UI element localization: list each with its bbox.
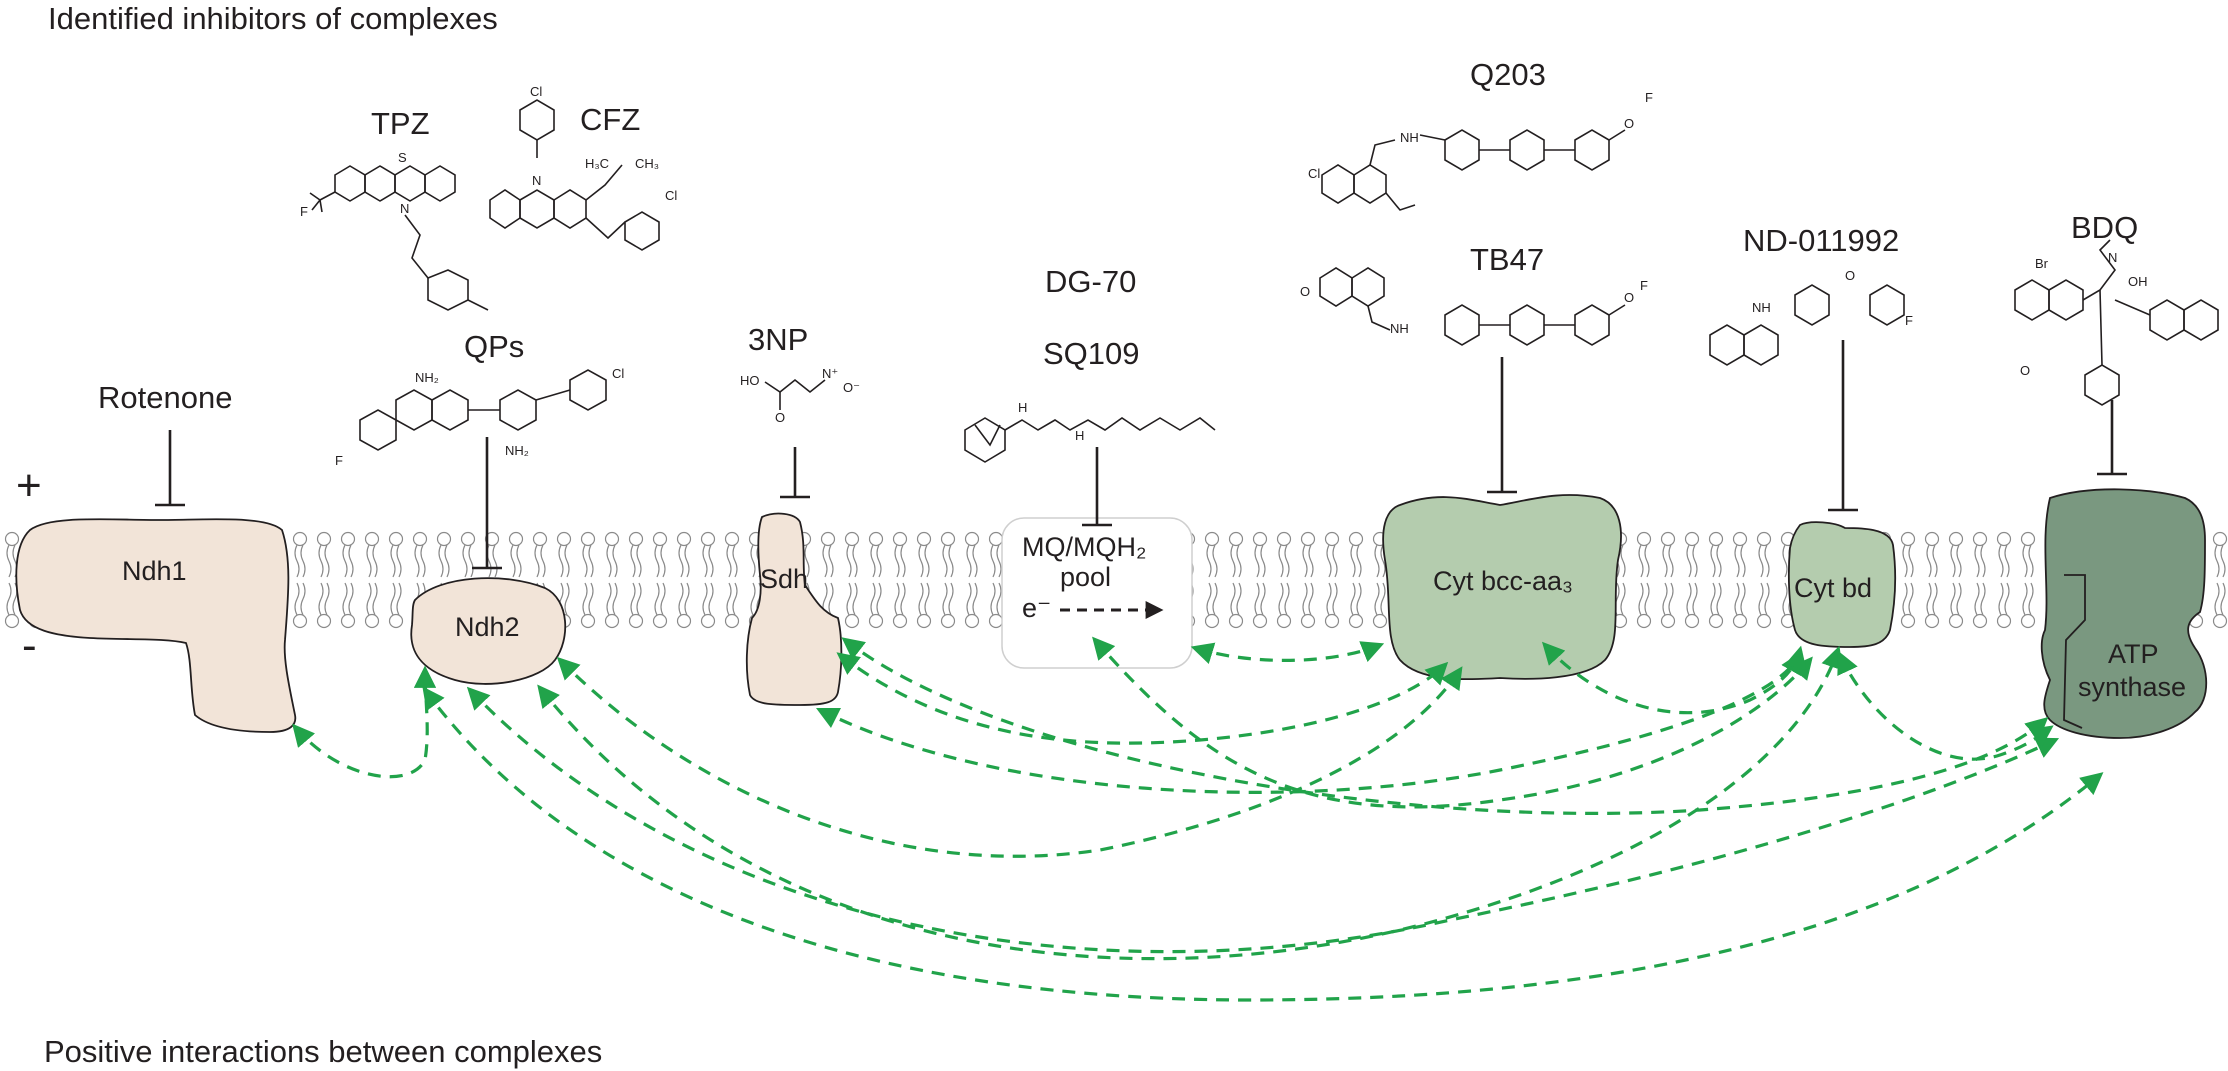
inhibitor-nd011992: ND-011992 [1743,223,1899,258]
interaction-mq-cyt-bd [1092,636,1813,809]
inhibitor-bdq: BDQ [2071,210,2138,245]
complex-atp-synthase: ATP synthase [2040,488,2208,739]
interaction-cyt-bcc-cyt-bd [1541,641,1807,715]
atom-nh-nd: NH [1752,300,1771,315]
inhibitor-tb47: TB47 [1470,242,1544,277]
atom-cf3-nd: F [1905,313,1913,328]
interaction-ndh2-cyt-bcc [556,656,1463,858]
inhibition-bar-tb47 [1487,357,1517,494]
structure-nd011992: NH O F [1709,268,1913,366]
interaction-ndh2-atp-2 [422,686,2104,1002]
atom-oh: OH [2128,274,2148,289]
interaction-ndh1-ndh2 [292,665,437,779]
atom-cl2: Cl [665,188,677,203]
atom-cf3-q203: F [1645,90,1653,105]
sdh-label: Sdh [760,564,808,594]
structure-q203: Cl NH O F [1308,90,1653,211]
atom-nh-q203: NH [1400,130,1419,145]
electron-label: e⁻ [1022,593,1051,623]
inhibition-bar-qps [472,437,502,570]
complex-ndh2: Ndh2 [410,577,567,685]
interaction-mq-cyt-bcc [1190,641,1385,664]
complex-cyt-bcc: Cyt bcc-aa₃ [1382,494,1622,681]
atom-br: Br [2035,256,2049,271]
inhibition-bars [155,340,2127,570]
atom-h-sq: H [1018,400,1027,415]
inhibitor-tpz: TPZ [371,106,430,141]
inhibition-bar-bdq [2097,400,2127,476]
atom-ch3: CH₃ [635,156,659,171]
inhibitor-sq109: SQ109 [1043,336,1140,371]
atp-synthase-label-line2: synthase [2078,672,2186,702]
structure-bdq: Br N OH O [2014,239,2219,406]
interaction-cyt-bd-atp [1837,650,2054,761]
inhibition-bar-3np [780,447,810,499]
inhibitor-q203: Q203 [1470,57,1546,92]
atom-ho: HO [740,373,760,388]
ndh1-label: Ndh1 [122,556,187,586]
ndh1-shape [15,518,297,733]
inhibition-bar-sq109 [1082,447,1112,527]
mq-pool-label-line1: MQ/MQH₂ [1022,532,1146,562]
atom-cl-q203: Cl [1308,166,1320,181]
atom-nh2-qps: NH₂ [415,370,439,385]
inhibition-bar-rotenone [155,430,185,507]
atom-o-tb47: O [1300,284,1310,299]
inhibitor-rotenone: Rotenone [98,380,232,415]
cyt-bcc-label: Cyt bcc-aa₃ [1433,566,1573,596]
membrane-plus-sign: + [16,461,42,510]
structure-tb47: O NH O F [1300,267,1648,346]
heading-inhibitors: Identified inhibitors of complexes [48,1,498,36]
interaction-ndh2-cyt-bd [537,645,1843,961]
inhibitor-qps: QPs [464,329,524,364]
atom-nh2b: NH₂ [505,443,529,458]
mq-pool-label-line2: pool [1060,562,1111,592]
structure-tpz: S N F [300,150,489,311]
atom-ominus: O⁻ [843,380,860,395]
complex-mq-pool: MQ/MQH₂ pool e⁻ [1001,517,1193,669]
structure-3np: HO O N⁺ O⁻ [740,366,860,425]
atom-cl: Cl [530,84,542,99]
atom-n: N [400,201,409,216]
atom-nplus: N⁺ [822,366,838,381]
structure-qps: NH₂ F NH₂ Cl [335,366,624,468]
atom-cf3-tb47: F [1640,278,1648,293]
structure-sq109: H H [964,400,1216,463]
atom-o-q203: O [1624,116,1634,131]
structure-cfz: Cl N H₃C CH₃ Cl [489,84,677,251]
interaction-arrows [292,636,2104,1002]
atom-s: S [398,150,407,165]
atp-synthase-label-line1: ATP [2108,639,2159,669]
atom-nh-tb47: NH [1390,321,1409,336]
atom-h-sq2: H [1075,428,1084,443]
atom-n-bdq: N [2108,250,2117,265]
interaction-sdh-atp [841,637,2049,815]
atom-n-cfz: N [532,173,541,188]
ndh2-shape [410,577,567,685]
inhibitor-3np: 3NP [748,322,808,357]
inhibitor-cfz: CFZ [580,102,640,137]
atom-o-nd: O [1845,268,1855,283]
cyt-bd-label: Cyt bd [1794,573,1872,603]
ndh2-label: Ndh2 [455,612,520,642]
interaction-ndh2-atp-1 [466,686,2060,954]
membrane-minus-sign: - [22,621,37,670]
complex-ndh1: Ndh1 [15,518,297,733]
atom-f: F [300,204,308,219]
complex-cyt-bd: Cyt bd [1787,521,1897,648]
atom-h3c: H₃C [585,156,609,171]
atom-f-qps: F [335,453,343,468]
inhibitor-dg70: DG-70 [1045,264,1136,299]
atom-o2-tb47: O [1624,290,1634,305]
atom-o-bdq: O [2020,363,2030,378]
inhibition-bar-nd011992 [1828,340,1858,512]
heading-interactions: Positive interactions between complexes [44,1034,602,1069]
atom-o-3np: O [775,410,785,425]
atom-cl-qps: Cl [612,366,624,381]
